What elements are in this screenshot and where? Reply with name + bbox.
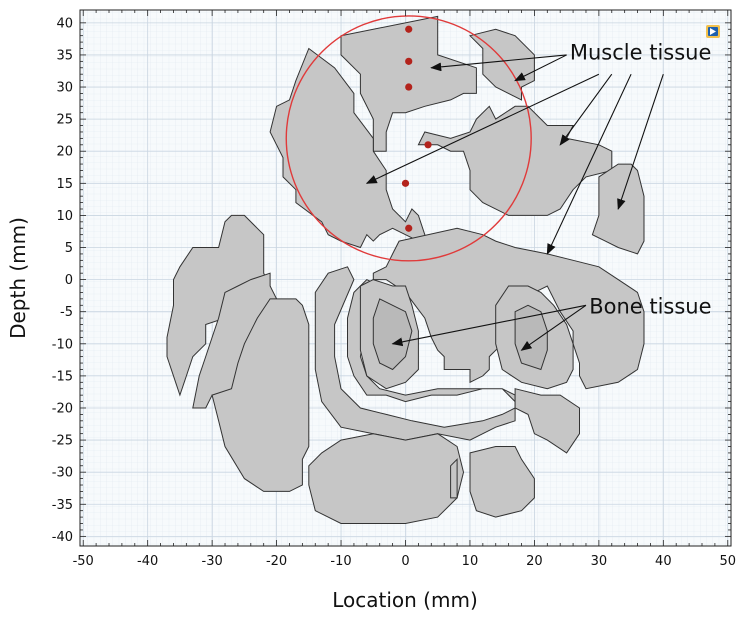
region-muscle-sliver [451, 459, 458, 498]
x-tick-label: 0 [401, 554, 409, 569]
y-tick-label: -35 [52, 498, 73, 513]
x-tick-label: -20 [266, 554, 287, 569]
app-logo-icon [706, 25, 720, 38]
x-tick-label: 30 [591, 554, 608, 569]
muscle-tissue-label: Muscle tissue [570, 41, 712, 65]
y-tick-label: 20 [56, 145, 73, 160]
x-tick-label: -30 [202, 554, 223, 569]
x-tick-label: 40 [655, 554, 672, 569]
x-tick-label: -10 [330, 554, 351, 569]
x-tick-label: -40 [137, 554, 158, 569]
bone-tissue-label: Bone tissue [589, 294, 711, 318]
y-tick-label: 25 [56, 113, 73, 128]
sample-point-marker [402, 180, 409, 187]
y-tick-label: 5 [65, 241, 73, 256]
y-tick-label: -40 [52, 530, 73, 545]
y-tick-label: 30 [56, 81, 73, 96]
y-axis-title: Depth (mm) [6, 217, 30, 339]
x-tick-label: 10 [462, 554, 479, 569]
sample-point-marker [405, 26, 412, 33]
region-muscle-center-bottom [309, 434, 464, 524]
y-tick-label: 0 [65, 273, 73, 288]
x-tick-label: 20 [526, 554, 543, 569]
region-bone-right-inner [515, 305, 547, 369]
y-tick-label: -30 [52, 466, 73, 481]
y-tick-label: 40 [56, 16, 73, 31]
y-tick-label: -20 [52, 401, 73, 416]
sample-point-marker [405, 58, 412, 65]
y-tick-label: -15 [52, 369, 73, 384]
x-axis-title: Location (mm) [332, 588, 478, 612]
y-tick-label: 15 [56, 177, 73, 192]
y-tick-label: -25 [52, 434, 73, 449]
sample-point-marker [405, 225, 412, 232]
x-tick-label: -50 [73, 554, 94, 569]
y-tick-label: 35 [56, 48, 73, 63]
x-tick-label: 50 [720, 554, 736, 569]
y-tick-label: 10 [56, 209, 73, 224]
y-tick-label: -10 [52, 337, 73, 352]
sample-point-marker [405, 83, 412, 90]
sample-point-marker [424, 141, 431, 148]
y-tick-label: -5 [60, 305, 73, 320]
